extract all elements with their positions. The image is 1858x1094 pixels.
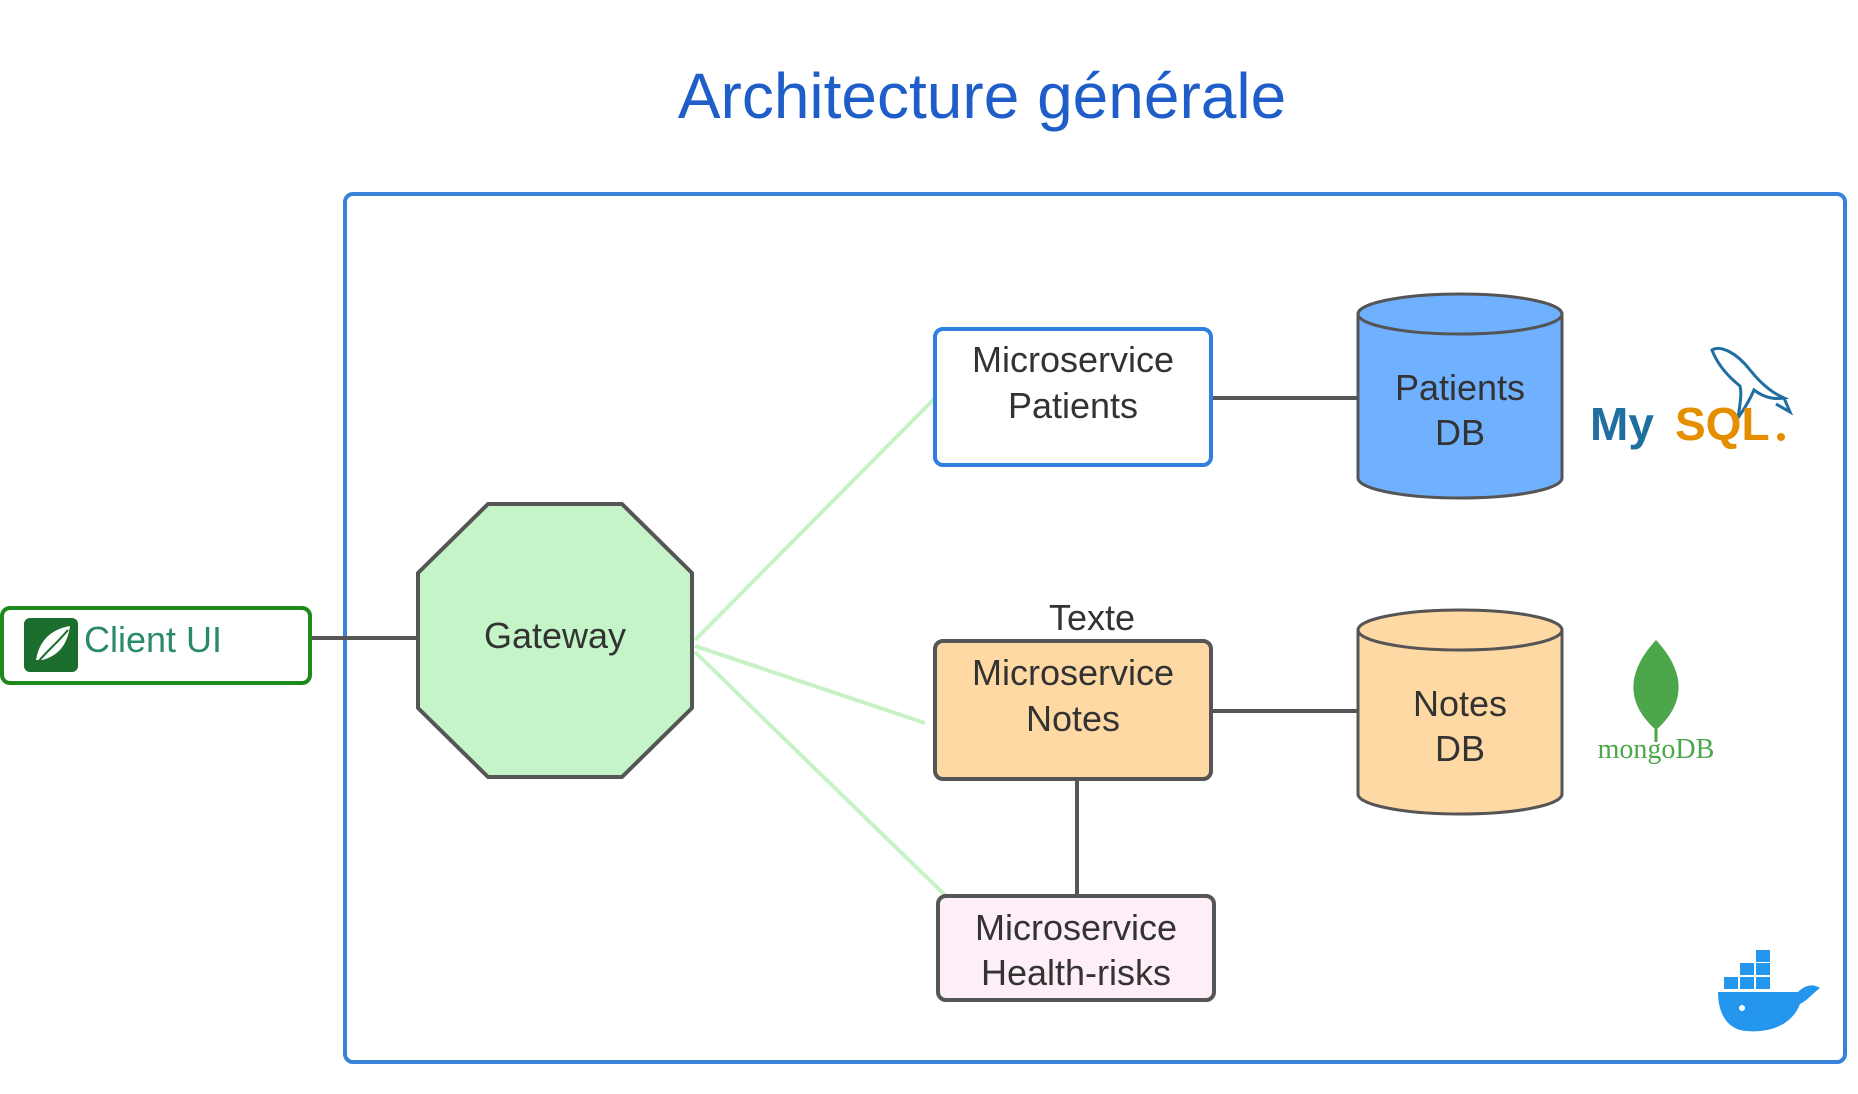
microservice-health-risks-node[interactable]: Microservice Health-risks: [936, 894, 1216, 1002]
docker-whale-icon: [1718, 950, 1820, 1032]
client-ui-node[interactable]: Client UI: [0, 606, 312, 685]
connector-gateway-health: [693, 650, 950, 900]
notes-caption: Texte: [1049, 597, 1135, 638]
mongodb-logo: mongoDB: [1598, 640, 1715, 765]
mysql-registered-dot: [1777, 433, 1785, 441]
microservice-notes-line1: Microservice: [972, 652, 1174, 693]
mysql-logo: My SQL: [1590, 346, 1794, 450]
notes-db-cylinder[interactable]: [1356, 628, 1564, 816]
leaf-icon: [1633, 640, 1679, 730]
mysql-sql-text: SQL: [1675, 398, 1770, 450]
client-ui-label: Client UI: [84, 619, 222, 660]
notes-db-line1: Notes: [1413, 683, 1507, 724]
microservice-health-risks-box[interactable]: [936, 894, 1216, 1002]
patients-db-top: [1356, 292, 1564, 336]
dolphin-icon: [1710, 346, 1794, 419]
spring-leaf-icon: [24, 618, 78, 672]
notes-db-top: [1356, 608, 1564, 652]
microservice-patients-box[interactable]: [933, 327, 1213, 467]
microservice-health-risks-line2: Health-risks: [981, 952, 1171, 993]
gateway-label: Gateway: [484, 615, 626, 656]
microservice-health-risks-line1: Microservice: [975, 907, 1177, 948]
client-ui-box[interactable]: [0, 606, 312, 685]
notes-db-node[interactable]: Notes DB: [1356, 608, 1564, 816]
connector-gateway-patients: [693, 396, 937, 642]
patients-db-node[interactable]: Patients DB: [1356, 292, 1564, 500]
patients-db-line2: DB: [1435, 412, 1485, 453]
mongodb-text: mongoDB: [1598, 734, 1715, 765]
patients-db-line1: Patients: [1395, 367, 1525, 408]
gateway-octagon[interactable]: [416, 502, 694, 779]
notes-db-line2: DB: [1435, 728, 1485, 769]
patients-db-cylinder[interactable]: [1356, 312, 1564, 500]
microservice-notes-node[interactable]: Microservice Notes: [933, 639, 1213, 781]
gateway-node[interactable]: Gateway: [416, 502, 694, 779]
mysql-my-text: My: [1590, 398, 1654, 450]
microservice-patients-node[interactable]: Microservice Patients: [933, 327, 1213, 467]
microservice-patients-line1: Microservice: [972, 339, 1174, 380]
microservice-notes-line2: Notes: [1026, 698, 1120, 739]
microservice-patients-line2: Patients: [1008, 385, 1138, 426]
microservice-notes-box[interactable]: [933, 639, 1213, 781]
connector-gateway-notes: [694, 644, 926, 725]
page-title: Architecture générale: [678, 60, 1286, 132]
system-boundary-frame: [343, 192, 1847, 1064]
